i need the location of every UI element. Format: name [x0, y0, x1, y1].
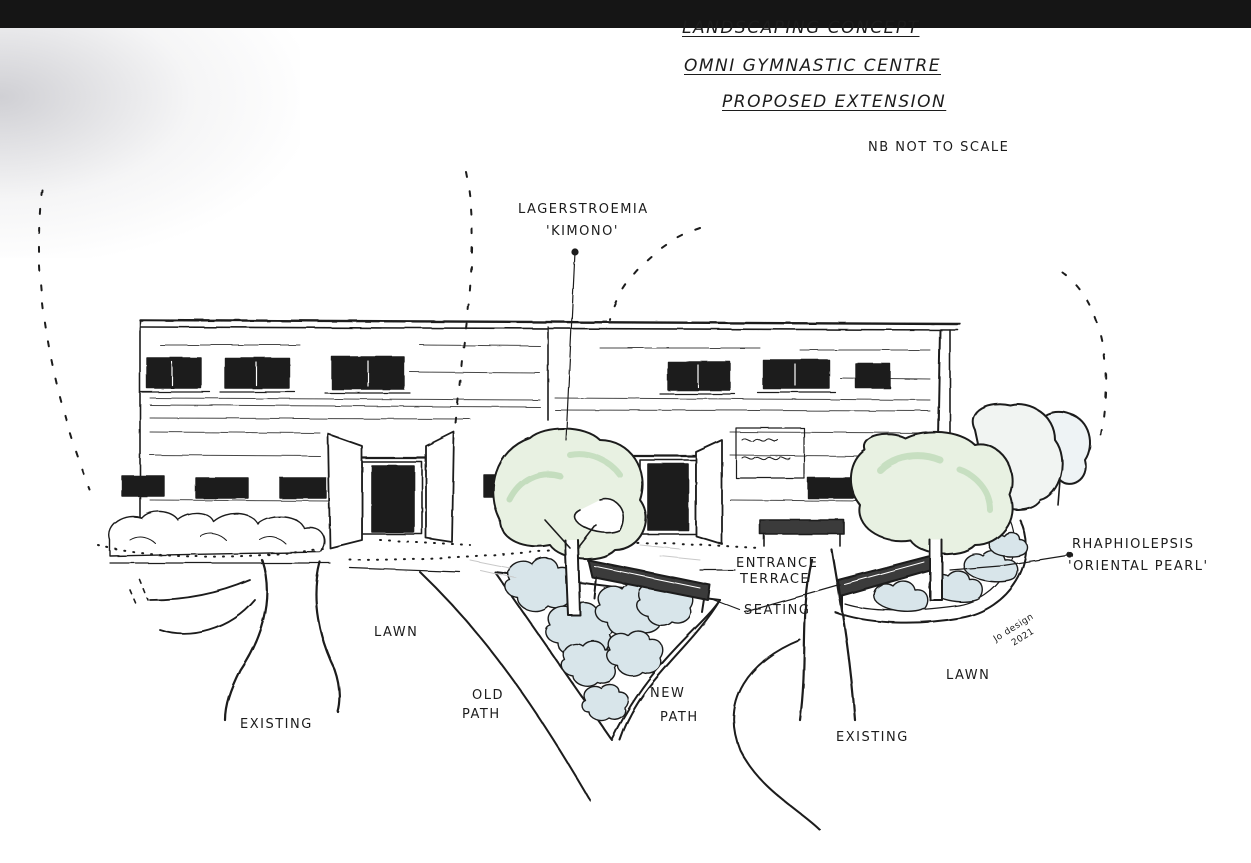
label-existing-left: Existing: [240, 717, 313, 732]
bench-terrace: [759, 519, 845, 547]
window: [279, 477, 327, 499]
label-old-path: Path: [462, 707, 501, 722]
hedge-left: [108, 510, 325, 557]
building-extension: [121, 318, 962, 549]
new-path: [619, 599, 821, 831]
existing-tree-trunk-left: [129, 558, 341, 722]
label-entrance: Entrance: [736, 556, 819, 571]
window: [762, 359, 830, 389]
title-line-2: Omni Gymnastic Centre: [684, 56, 941, 76]
title-line-1: Landscaping Concept: [682, 18, 920, 38]
label-seating: Seating: [744, 603, 811, 618]
entrance-left: [327, 431, 455, 549]
window: [195, 477, 249, 499]
window: [855, 363, 891, 389]
scale-note: NB Not To Scale: [868, 140, 1010, 155]
window: [121, 475, 165, 497]
tree-lagerstroemia: [492, 427, 647, 616]
trees-right-cluster: [849, 402, 1091, 601]
bench-center: [587, 559, 711, 613]
window: [224, 357, 290, 389]
existing-tree-canopy-middle: [609, 227, 701, 321]
label-lawn-left: Lawn: [374, 625, 419, 640]
label-lagerstroemia: Lagerstroemia: [518, 202, 649, 217]
label-lawn-right: Lawn: [946, 668, 991, 683]
grass-hints: [469, 544, 701, 579]
label-rhaphiolepsis: Rhaphiolepsis: [1072, 537, 1195, 552]
existing-tree-canopy-right: [1061, 271, 1107, 441]
existing-tree-canopy-left: [37, 171, 474, 491]
existing-tree-trunk-right: [798, 548, 857, 722]
label-rhaphiolepsis-cultivar: 'Oriental Pearl': [1068, 559, 1209, 574]
label-existing-right: Existing: [836, 730, 909, 745]
scan-shadow: [0, 28, 300, 258]
label-lagerstroemia-cultivar: 'Kimono': [546, 224, 619, 239]
window: [667, 361, 731, 391]
signage-board: [735, 427, 805, 479]
window: [146, 357, 202, 389]
label-terrace: Terrace: [740, 572, 811, 587]
leader-lines: [565, 248, 1074, 613]
label-old: Old: [472, 688, 504, 703]
low-shrubs-center: [504, 557, 694, 722]
label-new-path: Path: [660, 710, 699, 725]
title-line-3: Proposed Extension: [722, 92, 947, 112]
label-new: New: [650, 686, 686, 701]
entrance-right: [630, 439, 723, 545]
old-path: [419, 571, 591, 801]
scan-top-border: [0, 0, 1251, 28]
